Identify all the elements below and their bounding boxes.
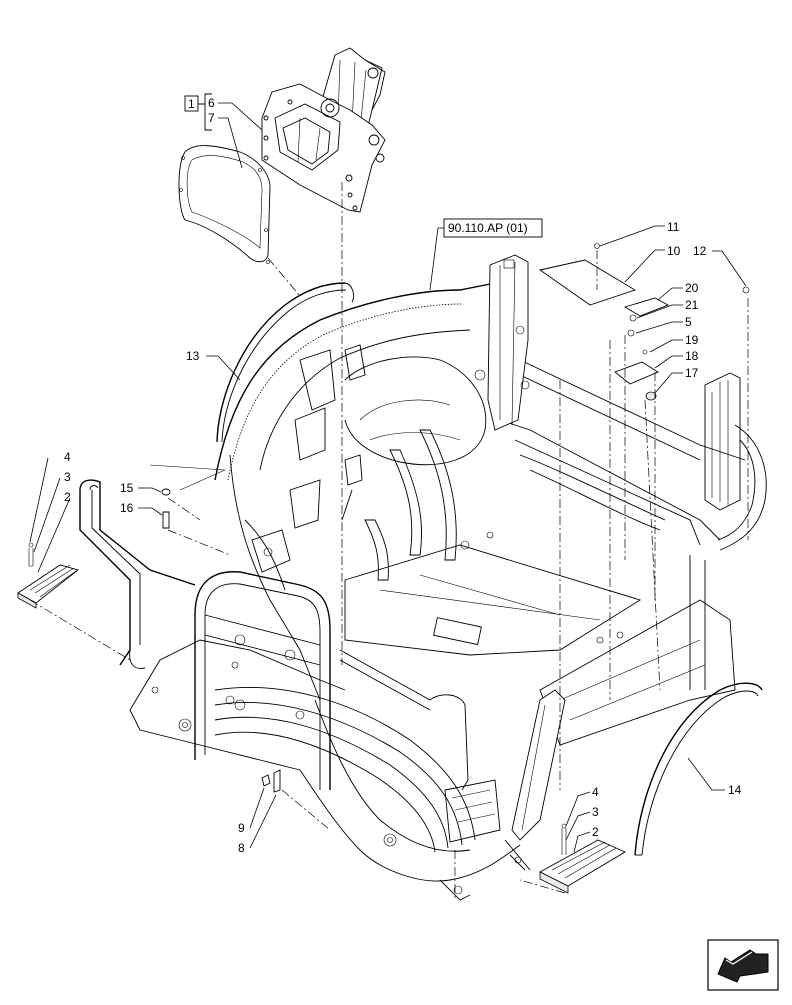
front-frame [79, 479, 431, 790]
callout-8: 8 [238, 841, 245, 855]
callout-12: 12 [693, 244, 707, 258]
leader-lines [29, 102, 747, 853]
plate-20 [623, 297, 670, 337]
kit-box-label: 1 [188, 97, 195, 111]
arrow-direction-icon[interactable] [707, 939, 779, 991]
callout-9: 9 [238, 821, 245, 835]
callout-11: 11 [667, 220, 680, 234]
assembly-lines [149, 298, 749, 900]
callout-6: 6 [208, 96, 215, 110]
upper-bracket-assembly [178, 47, 386, 665]
callout-21: 21 [685, 298, 699, 312]
callout-20: 20 [685, 281, 699, 295]
callout-7: 7 [208, 111, 215, 125]
fasteners-15-16 [161, 488, 171, 529]
callout-13: 13 [186, 349, 200, 363]
callout-2-right: 2 [592, 825, 599, 839]
callouts: 6 7 11 10 12 20 21 5 19 18 17 13 4 3 2 1… [64, 96, 742, 855]
hose-14 [634, 682, 763, 856]
callout-15: 15 [120, 481, 134, 495]
callout-16: 16 [120, 501, 134, 515]
callout-5: 5 [685, 315, 692, 329]
callout-10: 10 [667, 244, 681, 258]
callout-18: 18 [685, 349, 699, 363]
bolt-12 [742, 286, 750, 294]
callout-3-right: 3 [592, 805, 599, 819]
callout-4-left: 4 [64, 450, 71, 464]
kit-box: 1 [184, 93, 212, 131]
step-left [17, 542, 131, 661]
reference-box: 90.110.AP (01) [429, 218, 543, 291]
callout-2-left: 2 [64, 490, 71, 504]
callout-19: 19 [685, 333, 699, 347]
reference-box-label: 90.110.AP (01) [448, 221, 528, 235]
hose-13 [216, 282, 355, 443]
callout-3-left: 3 [64, 470, 71, 484]
plate-18 [614, 349, 659, 401]
cab-frame [129, 254, 767, 901]
callout-17: 17 [685, 366, 699, 380]
callout-14: 14 [728, 783, 742, 797]
callout-4-right: 4 [592, 785, 599, 799]
fasteners-9-8 [261, 769, 281, 793]
cover-plate-10 [538, 243, 637, 306]
